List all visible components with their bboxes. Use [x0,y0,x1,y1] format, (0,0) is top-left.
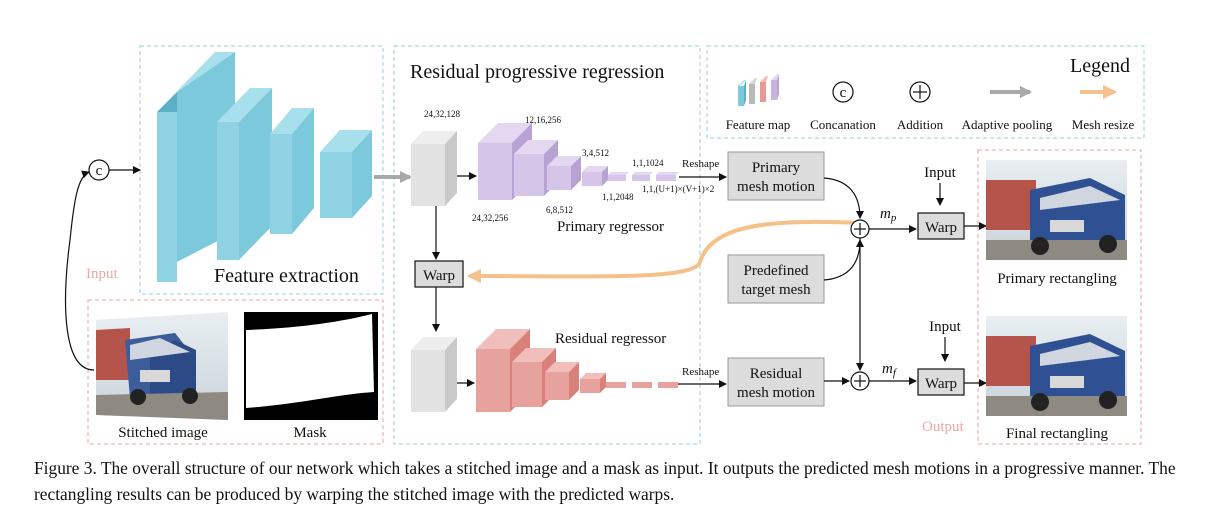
stitched-image-label: Stitched image [118,425,208,441]
predefined-target-mesh-box [727,254,825,304]
mp-label: mp [880,206,897,224]
warp-mid-label: Warp [423,268,455,284]
mf-label: mf [882,361,898,379]
primary-rectangling-image [986,160,1127,260]
legend-box [706,45,1145,139]
stitched-image [96,312,228,420]
warp-bottom-label: Warp [925,376,957,392]
legend-concanation: Concanation [810,117,876,132]
feature-extraction-label: Feature extraction [214,265,359,287]
legend-feature-map-icon [738,74,779,106]
primary-input-block [411,131,457,206]
primary-mesh-motion-line2: mesh motion [737,179,815,195]
warp-box-top [917,212,965,240]
legend-adaptive-pooling: Adaptive pooling [962,117,1053,132]
legend-title: Legend [1070,55,1130,77]
feature-extraction-blocks [157,52,372,282]
output-box [977,149,1142,445]
residual-input-block [411,337,457,412]
predefined-line2: target mesh [741,282,811,298]
mesh-resize-curve [467,219,859,284]
primary-rectangling-label: Primary rectangling [997,271,1117,287]
dim-d1: 24,32,128 [424,109,461,119]
output-label: Output [922,419,965,435]
dim-d6: 1,1,2048 [602,192,634,202]
residual-mesh-motion-box [727,357,825,407]
mask-label: Mask [293,425,327,441]
warp-box-mid [414,260,464,288]
legend-mesh-resize: Mesh resize [1072,117,1135,132]
dim-d5: 3,4,512 [582,148,609,158]
legend-addition: Addition [897,117,944,132]
primary-mesh-motion-line1: Primary [752,160,801,176]
input-bottom-label: Input [929,319,961,335]
legend-concat-icon [832,81,854,103]
dim-d8: 1,1,(U+1)×(V+1)×2 [642,184,714,194]
input-path [64,170,95,371]
input-label: Input [86,266,118,282]
residual-mesh-motion-line2: mesh motion [737,385,815,401]
predefined-to-add [823,239,864,281]
legend-addition-icon [909,81,931,103]
residual-mesh-motion-line1: Residual [750,366,803,382]
warp-top-label: Warp [925,220,957,236]
primary-regressor-blocks [478,123,679,200]
primary-mesh-motion-box [727,151,825,201]
mask-image [244,312,378,420]
dim-d3: 24,32,256 [472,213,509,223]
reshape-primary: Reshape [682,158,719,170]
dim-d7: 1,1,1024 [632,158,664,168]
warp-box-bottom [917,368,965,396]
input-top-label: Input [924,165,956,181]
dim-d2: 12,16,256 [525,115,562,125]
reshape-residual: Reshape [682,366,719,378]
primary-regressor-label: Primary regressor [557,219,664,235]
dim-d4: 6,8,512 [546,205,573,215]
residual-progressive-box [393,45,701,445]
network-diagram: Feature extraction c Input Residual prog… [64,45,1145,445]
residual-regressor-blocks [476,329,678,412]
concat-symbol: c [96,163,103,179]
primary-motion-to-add [823,177,864,219]
figure-caption: Figure 3. The overall structure of our n… [34,458,1176,504]
legend-concat-symbol: c [840,85,847,101]
final-rectangling-image [986,316,1127,416]
residual-regressor-label: Residual regressor [555,331,666,347]
final-rectangling-label: Final rectangling [1006,426,1109,442]
predefined-line1: Predefined [744,263,809,279]
input-box [87,299,384,445]
residual-progressive-title: Residual progressive regression [410,61,664,83]
legend-feature-map: Feature map [726,117,791,132]
